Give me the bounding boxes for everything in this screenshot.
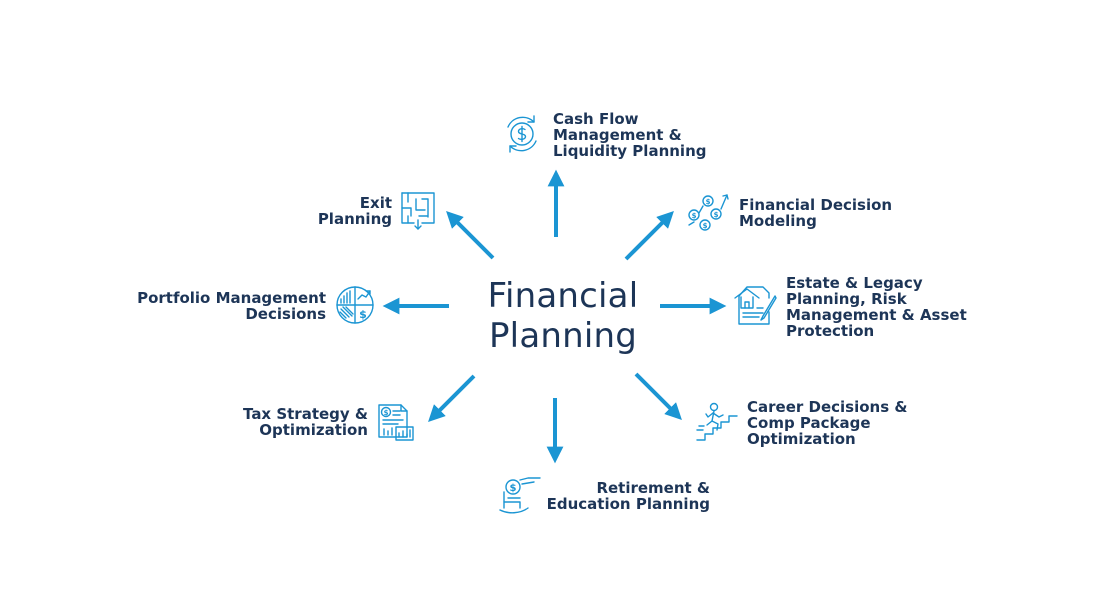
arrow-to-tax [428, 374, 476, 422]
portfolio-label: Portfolio Management Decisions [120, 290, 326, 322]
estate-line-2: Planning, Risk [786, 290, 907, 308]
career-line-2: Comp Package [747, 414, 871, 432]
tax-line-1: Tax Strategy & [243, 405, 368, 423]
exit-line-1: Exit [359, 194, 392, 212]
cash-flow-label: Cash Flow Management & Liquidity Plannin… [553, 111, 706, 159]
svg-text:$: $ [714, 211, 719, 219]
dollar-growth-icon: $ $ $ $ [686, 192, 730, 232]
exit-label: Exit Planning [310, 195, 392, 227]
retirement-label: Retirement & Education Planning [540, 480, 710, 512]
tax-document-icon: $ [376, 403, 416, 441]
maze-icon [399, 190, 437, 230]
tax-label: Tax Strategy & Optimization [200, 406, 368, 438]
arrow-to-exit [446, 211, 495, 260]
house-document-icon [733, 284, 777, 326]
rocking-chair-coin-icon: $ [498, 474, 542, 516]
retirement-line-1: Retirement & [596, 479, 710, 497]
decision-modeling-line-1: Financial Decision [739, 196, 893, 214]
cash-flow-line-3: Liquidity Planning [553, 142, 707, 160]
portfolio-line-1: Portfolio Management [137, 289, 326, 307]
estate-line-1: Estate & Legacy [786, 274, 923, 292]
dollar-cycle-icon [501, 113, 543, 155]
pie-chart-icon: $ [335, 285, 375, 325]
center-title: Financial Planning [440, 276, 686, 356]
svg-text:$: $ [359, 308, 367, 321]
career-line-3: Optimization [747, 430, 856, 448]
arrow-to-career [634, 372, 682, 420]
estate-line-4: Protection [786, 322, 875, 340]
arrow-to-decision-modeling [624, 211, 674, 261]
svg-text:$: $ [692, 212, 697, 220]
decision-modeling-line-2: Modeling [739, 212, 817, 230]
career-line-1: Career Decisions & [747, 398, 908, 416]
cash-flow-line-2: Management & [553, 126, 682, 144]
center-title-line2: Planning [488, 316, 638, 356]
estate-label: Estate & Legacy Planning, Risk Managemen… [786, 275, 967, 339]
tax-line-2: Optimization [259, 421, 368, 439]
decision-modeling-label: Financial Decision Modeling [739, 197, 892, 229]
svg-text:$: $ [703, 222, 708, 230]
center-title-line1: Financial [487, 276, 639, 316]
exit-line-2: Planning [317, 210, 392, 228]
climbing-stairs-icon [695, 400, 739, 444]
retirement-line-2: Education Planning [546, 495, 710, 513]
svg-text:$: $ [510, 483, 517, 494]
svg-text:$: $ [384, 409, 389, 417]
career-label: Career Decisions & Comp Package Optimiza… [747, 399, 907, 447]
portfolio-line-2: Decisions [245, 305, 326, 323]
estate-line-3: Management & Asset [786, 306, 967, 324]
svg-text:$: $ [706, 198, 711, 206]
cash-flow-line-1: Cash Flow [553, 110, 639, 128]
